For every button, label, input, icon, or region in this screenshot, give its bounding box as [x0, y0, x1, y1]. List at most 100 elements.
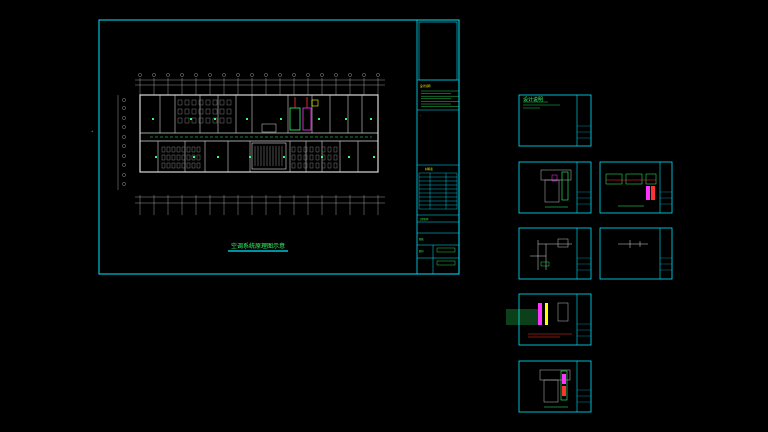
design-notes-text [421, 90, 459, 107]
desk [315, 146, 320, 153]
desk [161, 146, 166, 153]
desk [171, 154, 176, 161]
bottom-dimension-line [135, 196, 385, 204]
main-sheet-title: 空调系统原理图示意 [231, 242, 285, 250]
room-partitions [157, 95, 363, 172]
desk [291, 154, 296, 161]
desk [327, 162, 332, 169]
desk [191, 108, 197, 115]
desk [161, 154, 166, 161]
riser-magenta [538, 303, 542, 325]
grid-bubble [222, 73, 226, 77]
notes-heading: 设计说明 [420, 84, 431, 88]
ac-unit-green[interactable] [289, 107, 301, 131]
desk [219, 108, 225, 115]
desk [161, 162, 166, 169]
desk [333, 162, 338, 169]
desk [191, 146, 196, 153]
control-box[interactable] [311, 99, 319, 107]
grid-bubble [348, 73, 352, 77]
desk [171, 146, 176, 153]
desk [166, 162, 171, 169]
riser-yellow [545, 303, 548, 325]
indoor-units [152, 118, 375, 158]
notes-subline: – [420, 114, 422, 117]
origin-mark: + [91, 129, 94, 133]
top-grid-ticks [139, 78, 379, 95]
desk [186, 154, 191, 161]
indoor-unit [280, 118, 282, 120]
grid-bubble [122, 154, 126, 158]
grid-bubble [334, 73, 338, 77]
desk [303, 154, 308, 161]
desk [184, 99, 190, 106]
sheet-thumbnail-detail-b[interactable] [599, 227, 673, 280]
indoor-unit [370, 118, 372, 120]
grid-bubble [278, 73, 282, 77]
date-box [436, 260, 456, 266]
desk [198, 108, 204, 115]
grid-bubble [320, 73, 324, 77]
desk [191, 99, 197, 106]
desk [205, 117, 211, 124]
desk [198, 99, 204, 106]
sheet-thumbnail-plan-a[interactable] [518, 161, 592, 214]
indoor-unit [214, 118, 216, 120]
desk [186, 146, 191, 153]
desk [186, 162, 191, 169]
desk [176, 162, 181, 169]
grid-bubble [306, 73, 310, 77]
desk [205, 108, 211, 115]
desk [297, 146, 302, 153]
grid-bubble [180, 73, 184, 77]
materials-table [418, 172, 458, 210]
desk [226, 99, 232, 106]
desk [191, 162, 196, 169]
desk [176, 154, 181, 161]
grid-bubble [376, 73, 380, 77]
sheet-thumbnail-plan-b[interactable] [518, 360, 592, 413]
sheet-thumbnail-section[interactable] [506, 293, 592, 346]
grid-bubble [122, 125, 126, 129]
floor-plan[interactable] [117, 73, 385, 215]
grid-bubble [292, 73, 296, 77]
desk [166, 146, 171, 153]
grid-bubble [250, 73, 254, 77]
grid-bubble [122, 98, 126, 102]
desk [196, 154, 201, 161]
logo-area [418, 21, 458, 81]
desk [177, 108, 183, 115]
desk [176, 146, 181, 153]
indoor-unit [348, 156, 350, 158]
desk [198, 117, 204, 124]
desk [196, 146, 201, 153]
desk [181, 162, 186, 169]
grid-bubble [362, 73, 366, 77]
desk [327, 154, 332, 161]
desk [333, 146, 338, 153]
indoor-unit [155, 156, 157, 158]
desk [205, 99, 211, 106]
grid-bubble [152, 73, 156, 77]
main-drawing-sheet[interactable]: 空调系统原理图示意 设计说明 – 材料表 工程名称 图名 图号 [98, 19, 460, 275]
indoor-unit [283, 156, 285, 158]
grid-bubble [122, 135, 126, 139]
project-label: 工程名称 [419, 217, 429, 221]
title-block[interactable]: 设计说明 – 材料表 工程名称 图名 图号 [417, 21, 459, 274]
desk [321, 146, 326, 153]
desk [309, 162, 314, 169]
sheet-thumbnail-detail-a[interactable] [518, 227, 592, 280]
desk [303, 162, 308, 169]
grid-bubble [122, 163, 126, 167]
desk [291, 162, 296, 169]
sheet-thumbnail-notes[interactable]: 设计说明 [518, 94, 592, 147]
grid-bubble [166, 73, 170, 77]
grid-bubble [122, 182, 126, 186]
indoor-unit [345, 118, 347, 120]
desk [212, 108, 218, 115]
project-info-block [417, 214, 459, 274]
ac-unit-magenta[interactable] [302, 107, 312, 131]
ac-equipment[interactable] [150, 97, 372, 138]
sheet-thumbnail-elevation[interactable] [599, 161, 673, 214]
